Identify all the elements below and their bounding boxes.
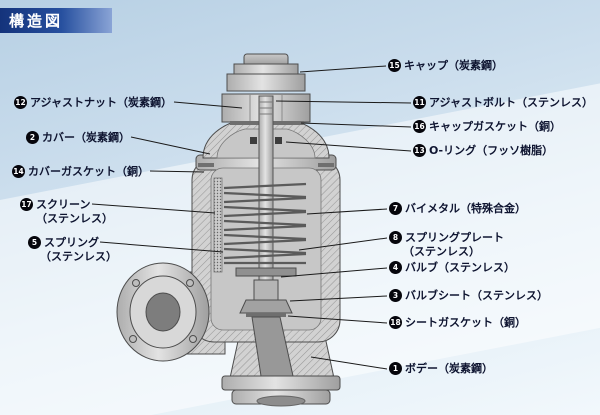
part-label-text: バルブシート（ステンレス）	[405, 289, 548, 302]
part-number-badge: 2	[26, 131, 39, 144]
part-number-badge: 1	[389, 362, 402, 375]
part-label-text: キャップガスケット（銅）	[429, 120, 561, 133]
valve-plug	[253, 279, 279, 301]
label-spring-line2: （ステンレス）	[40, 250, 117, 263]
leader-lines	[91, 65, 412, 370]
label-adjust-bolt: 11 アジャストボルト（ステンレス）	[413, 96, 593, 109]
seat-gasket	[246, 313, 286, 317]
part-label-text: シートガスケット（銅）	[405, 316, 526, 329]
part-number-badge: 12	[14, 96, 27, 109]
label-spring-plate-line2: （ステンレス）	[403, 245, 480, 258]
part-label-text: アジャストボルト（ステンレス）	[429, 96, 594, 109]
valve-drawing	[116, 53, 341, 407]
o-ring	[250, 137, 257, 144]
part-number-badge: 7	[389, 202, 402, 215]
part-label-text: カバーガスケット（銅）	[28, 165, 149, 178]
part-label-text: O-リング（フッソ樹脂）	[429, 144, 554, 157]
part-label-text: カバー（炭素鋼）	[42, 131, 130, 144]
part-number-badge: 3	[389, 289, 402, 302]
screen	[213, 177, 223, 273]
label-spring: 5 スプリング	[28, 236, 99, 249]
valve-seat	[239, 299, 293, 314]
part-label-text: スプリング	[44, 236, 99, 249]
part-number-badge: 15	[388, 59, 401, 72]
spring-plate	[235, 267, 297, 277]
part-number-badge: 17	[20, 198, 33, 211]
label-cover-gasket: 14 カバーガスケット（銅）	[12, 165, 149, 178]
label-valve-seat: 3 バルブシート（ステンレス）	[389, 289, 548, 302]
outlet-passage	[251, 316, 294, 377]
part-label-text: バルブ（ステンレス）	[405, 261, 515, 274]
bimetal-stack	[223, 182, 307, 265]
label-valve: 4 バルブ（ステンレス）	[389, 261, 515, 274]
part-label-text: バイメタル（特殊合金）	[405, 202, 526, 215]
label-bimetal: 7 バイメタル（特殊合金）	[389, 202, 526, 215]
part-number-badge: 4	[389, 261, 402, 274]
part-number-badge: 14	[12, 165, 25, 178]
label-body: 1 ボデー（炭素鋼）	[389, 362, 493, 375]
label-cap: 15 キャップ（炭素鋼）	[388, 59, 503, 72]
cover-gasket	[198, 163, 214, 167]
part-label-text: ボデー（炭素鋼）	[405, 362, 493, 375]
label-cover: 2 カバー（炭素鋼）	[26, 131, 130, 144]
part-number-badge: 5	[28, 236, 41, 249]
part-label-text: スプリングプレート	[405, 231, 504, 244]
part-label-text: アジャストナット（炭素鋼）	[30, 96, 173, 109]
page-title: 構造図	[9, 12, 64, 30]
section-title-banner: 構造図	[0, 8, 112, 33]
label-cap-gasket: 16 キャップガスケット（銅）	[413, 120, 561, 133]
part-number-badge: 18	[389, 316, 402, 329]
label-o-ring: 13 O-リング（フッソ樹脂）	[413, 144, 553, 157]
label-screen: 17 スクリーン	[20, 198, 90, 211]
label-adjust-nut: 12 アジャストナット（炭素鋼）	[14, 96, 172, 109]
label-spring-plate: 8 スプリングプレート	[389, 231, 504, 244]
label-seat-gasket: 18 シートガスケット（銅）	[389, 316, 526, 329]
part-label-text: スクリーン	[36, 198, 91, 211]
part-label-text: キャップ（炭素鋼）	[404, 59, 503, 72]
part-number-badge: 16	[413, 120, 426, 133]
part-number-badge: 13	[413, 144, 426, 157]
outlet-flange	[221, 375, 341, 391]
part-number-badge: 8	[389, 231, 402, 244]
part-number-badge: 11	[413, 96, 426, 109]
label-screen-line2: （ステンレス）	[36, 212, 113, 225]
